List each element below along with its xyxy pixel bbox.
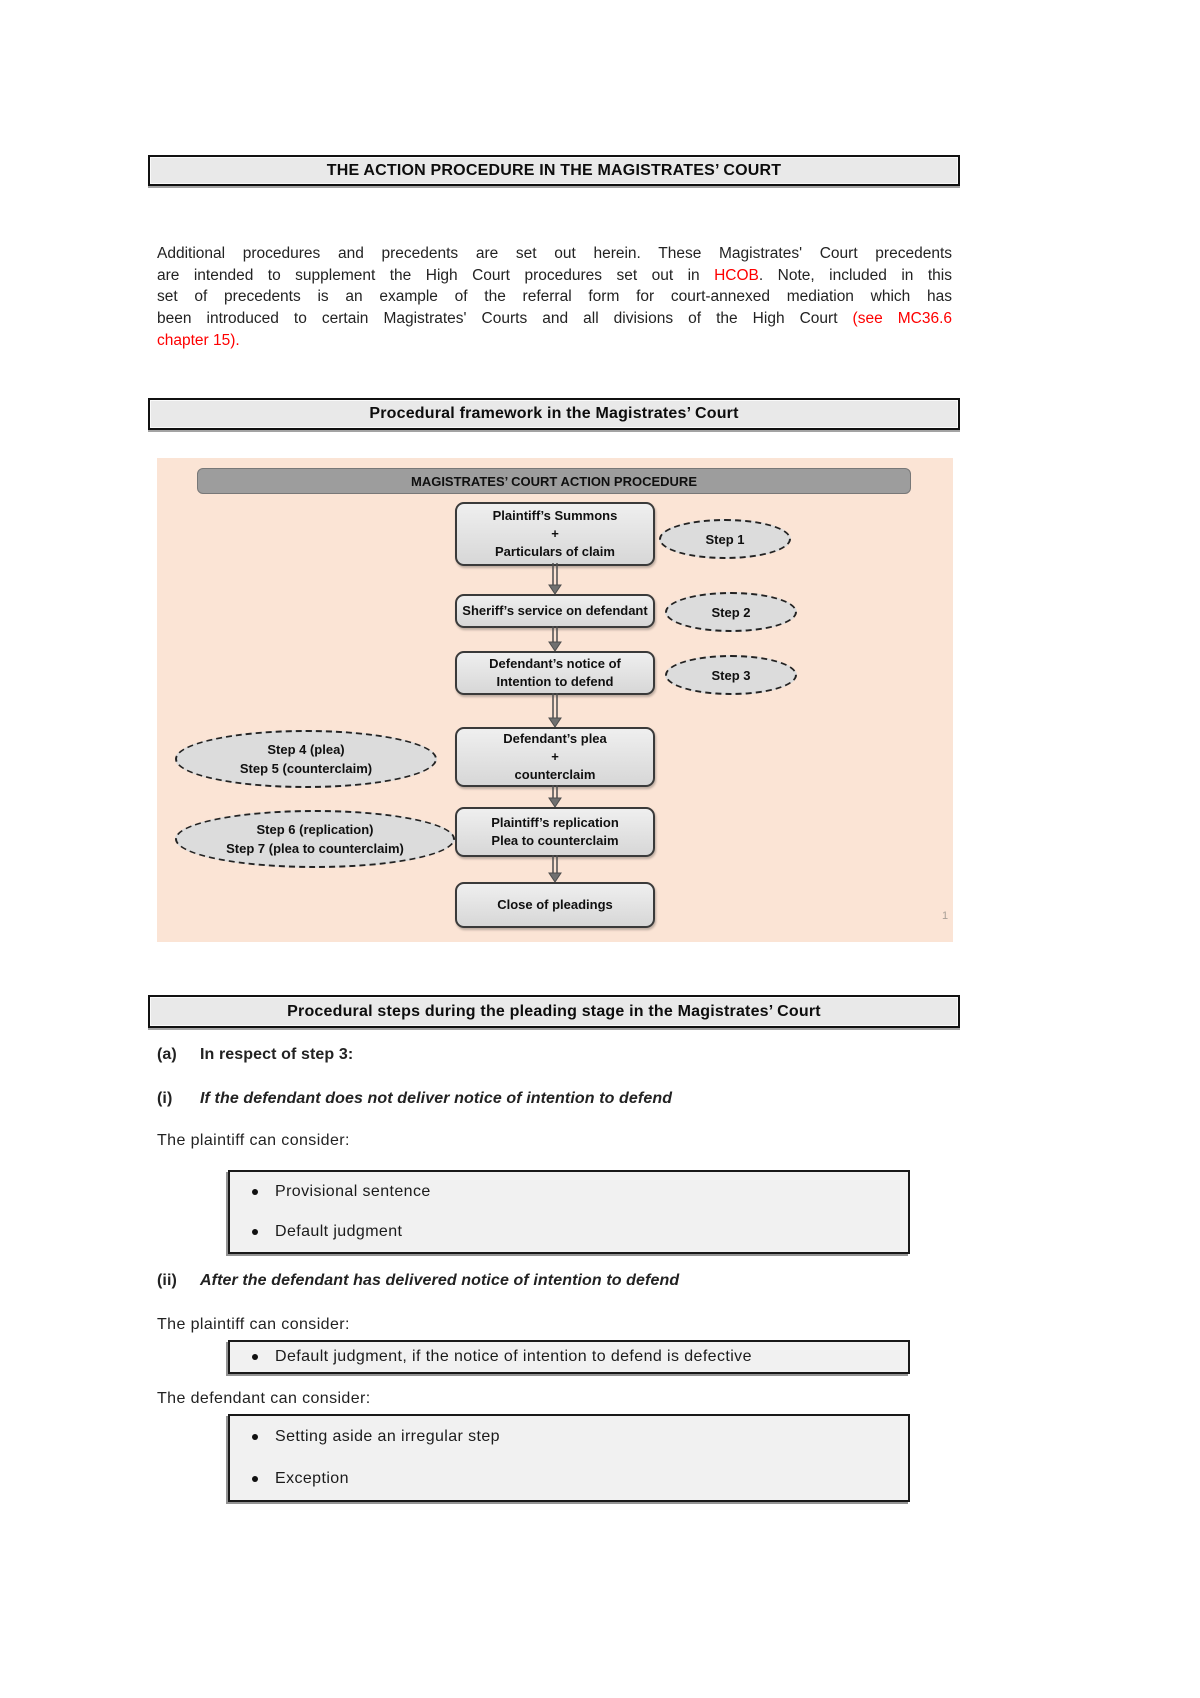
bullet-item: Default judgment	[230, 1212, 908, 1252]
options-box-defendant: Setting aside an irregular step Exceptio…	[228, 1414, 910, 1502]
flow-box-line: Sheriff’s service on defendant	[462, 603, 648, 618]
bullet-item: Default judgment, if the notice of inten…	[230, 1342, 908, 1372]
flow-arrow-down-icon	[547, 785, 563, 812]
item-a-text: In respect of step 3:	[200, 1046, 354, 1063]
plaintiff-consider-2-label: The plaintiff can consider:	[157, 1316, 350, 1333]
flow-box-line: +	[551, 526, 559, 541]
paragraph-text: are intended to supplement the High Cour…	[157, 266, 715, 284]
step-2-ellipse: Step 2	[665, 592, 797, 632]
footnote-marker: 1	[942, 910, 949, 922]
step-4-5-ellipse: Step 4 (plea) Step 5 (counterclaim)	[175, 730, 437, 788]
flow-box-close-of-pleadings: Close of pleadings	[455, 882, 655, 928]
bullet-text: Provisional sentence	[275, 1183, 431, 1200]
flow-box-line: +	[551, 749, 559, 764]
item-i: (i) If the defendant does not deliver not…	[157, 1090, 672, 1108]
item-i-text: If the defendant does not deliver notice…	[200, 1090, 673, 1107]
bullet-item: Exception	[230, 1458, 908, 1500]
flow-arrow-down-icon	[547, 563, 563, 599]
paragraph-line: are intended to supplement the High Cour…	[157, 265, 952, 287]
flow-box-line: Plaintiff’s replication	[491, 815, 619, 830]
mc36-reference-link[interactable]: chapter 15).	[157, 331, 240, 349]
defendant-consider-label: The defendant can consider:	[157, 1390, 371, 1407]
item-ii-marker: (ii)	[157, 1272, 177, 1289]
bullet-text: Exception	[275, 1470, 349, 1487]
flow-arrow-down-icon	[547, 626, 563, 656]
bullet-icon	[252, 1229, 258, 1235]
paragraph-text: been introduced to certain Magistrates' …	[157, 310, 853, 328]
flowchart-banner-title: MAGISTRATES’ COURT ACTION PROCEDURE	[410, 473, 697, 489]
item-ii: (ii) After the defendant has delivered no…	[157, 1272, 679, 1290]
intro-paragraph: Additional procedures and precedents are…	[157, 243, 952, 352]
paragraph-line: Additional procedures and precedents are…	[157, 243, 952, 265]
mc36-reference-link[interactable]: (see MC36.6	[852, 310, 952, 328]
paragraph-text: set of precedents is an example of the r…	[157, 288, 952, 306]
item-i-marker: (i)	[157, 1090, 173, 1107]
bullet-item: Provisional sentence	[230, 1172, 908, 1212]
paragraph-line: set of precedents is an example of the r…	[157, 286, 952, 308]
flow-box-line: Plea to counterclaim	[491, 833, 619, 848]
flow-box-replication: Plaintiff’s replication Plea to counterc…	[455, 807, 655, 857]
paragraph-line: been introduced to certain Magistrates' …	[157, 308, 952, 330]
plaintiff-consider-1-label: The plaintiff can consider:	[157, 1132, 350, 1149]
options-box-plaintiff-2: Default judgment, if the notice of inten…	[228, 1340, 910, 1374]
flow-box-summons: Plaintiff’s Summons + Particulars of cla…	[455, 502, 655, 566]
item-ii-text: After the defendant has delivered notice…	[200, 1272, 680, 1289]
bullet-icon	[252, 1476, 258, 1482]
item-a-marker: (a)	[157, 1046, 177, 1063]
step-3-ellipse: Step 3	[665, 655, 797, 695]
step-label: Step 4 (plea)	[267, 742, 345, 757]
step-label: Step 1	[705, 531, 745, 547]
step-label: Step 3	[711, 667, 751, 683]
flow-box-line: Defendant’s plea	[503, 731, 607, 746]
step-1-ellipse: Step 1	[659, 519, 791, 559]
bullet-text: Setting aside an irregular step	[275, 1428, 500, 1445]
bullet-icon	[252, 1189, 258, 1195]
flow-box-line: Defendant’s notice of	[489, 656, 621, 671]
flow-box-line: Intention to defend	[496, 674, 614, 689]
flow-box-line: counterclaim	[514, 767, 596, 782]
flow-box-notice-of-intention: Defendant’s notice of Intention to defen…	[455, 651, 655, 695]
flow-box-sheriff-service: Sheriff’s service on defendant	[455, 594, 655, 628]
bullet-item: Setting aside an irregular step	[230, 1416, 908, 1458]
section-title: Procedural steps during the pleading sta…	[287, 1002, 821, 1020]
bullet-text: Default judgment	[275, 1223, 403, 1240]
item-a: (a) In respect of step 3:	[157, 1046, 353, 1064]
section-header-pleading-steps: Procedural steps during the pleading sta…	[148, 995, 960, 1028]
document-title: THE ACTION PROCEDURE IN THE MAGISTRATES’…	[326, 161, 782, 179]
bullet-icon	[252, 1434, 258, 1440]
step-label: Step 2	[711, 604, 751, 620]
step-label: Step 5 (counterclaim)	[239, 761, 373, 776]
section-title: Procedural framework in the Magistrates’…	[369, 405, 739, 422]
document-title-box: THE ACTION PROCEDURE IN THE MAGISTRATES’…	[148, 155, 960, 186]
flow-box-plea-counterclaim: Defendant’s plea + counterclaim	[455, 727, 655, 787]
flowchart-banner: MAGISTRATES’ COURT ACTION PROCEDURE	[197, 468, 911, 494]
options-box-plaintiff-1: Provisional sentence Default judgment	[228, 1170, 910, 1254]
flow-box-line: Plaintiff’s Summons	[492, 508, 618, 523]
flowchart: MAGISTRATES’ COURT ACTION PROCEDURE Plai…	[157, 458, 953, 942]
flow-box-line: Particulars of claim	[495, 544, 615, 559]
paragraph-text: . Note, included in this	[758, 266, 952, 284]
step-6-7-ellipse: Step 6 (replication) Step 7 (plea to cou…	[175, 810, 455, 868]
flow-arrow-down-icon	[547, 855, 563, 887]
bullet-text: Default judgment, if the notice of inten…	[275, 1348, 752, 1365]
flow-arrow-down-icon	[547, 693, 563, 732]
flow-box-line: Close of pleadings	[497, 897, 613, 912]
paragraph-line: chapter 15).	[157, 330, 952, 352]
section-header-framework: Procedural framework in the Magistrates’…	[148, 398, 960, 430]
step-label: Step 7 (plea to counterclaim)	[226, 841, 404, 856]
hcob-reference-link[interactable]: HCOB	[714, 266, 759, 284]
bullet-icon	[252, 1354, 258, 1360]
step-label: Step 6 (replication)	[256, 822, 374, 837]
paragraph-text: Additional procedures and precedents are…	[157, 245, 952, 262]
